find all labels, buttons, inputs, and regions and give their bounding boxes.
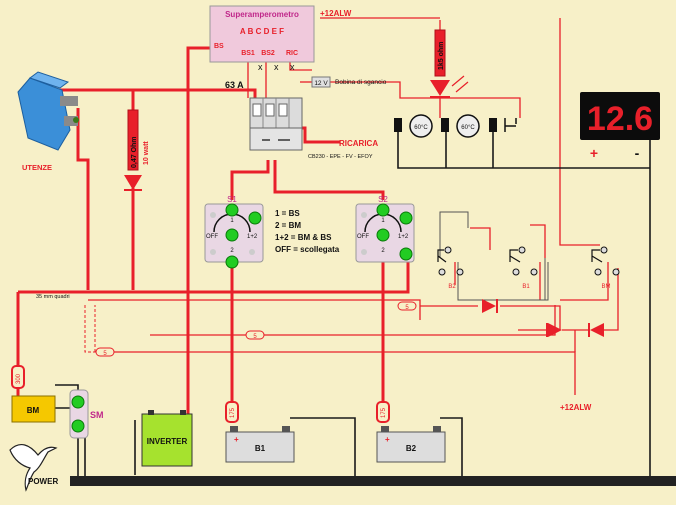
legend-1: 1 = BS	[275, 209, 300, 218]
battery-b2-label: B2	[406, 444, 417, 453]
alw-bottom-label: +12ALW	[560, 403, 592, 412]
breaker-x3: x	[290, 62, 295, 72]
led-circuit: 1k5 ohm	[430, 29, 469, 98]
fuse-a-label: 5	[405, 305, 409, 311]
meter-ric-label: RIC	[286, 50, 298, 57]
voltmeter-plus: +	[590, 145, 598, 161]
legend-4: OFF = scollegata	[275, 245, 340, 254]
s2-both: 1+2	[398, 234, 409, 240]
battery-bm: BM	[11, 395, 56, 423]
s1-pos1: 1	[230, 218, 234, 224]
switch-legend: 1 = BS 2 = BM 1+2 = BM & BS OFF = scolle…	[275, 209, 340, 254]
utenze-label: UTENZE	[22, 163, 52, 172]
breaker-x2: x	[274, 62, 279, 72]
meter-bs-label: BS	[214, 43, 224, 50]
voltmeter-minus: -	[635, 145, 640, 161]
led-resistor-value: 1k5 ohm	[438, 42, 445, 70]
battery-b1-label: B1	[255, 444, 266, 453]
svg-text:+: +	[234, 435, 239, 444]
switch-s1-label: S1	[227, 195, 237, 204]
svg-text:+: +	[385, 435, 390, 444]
inverter-label: INVERTER	[147, 437, 188, 446]
sm-switch: SM	[69, 389, 104, 439]
relay-b2-label: B2	[448, 284, 456, 290]
relays: B2 B1 BM	[437, 246, 620, 290]
inverter: INVERTER	[141, 410, 193, 467]
relay-b1-label: B1	[522, 284, 530, 290]
meter-title: Superamperometro	[225, 10, 299, 19]
breaker-x1: x	[258, 62, 263, 72]
breaker-63a: 63 A x x x 12 V Bobina di sgancio	[225, 62, 387, 151]
signal-wires	[88, 17, 619, 395]
legend-3: 1+2 = BM & BS	[275, 233, 332, 242]
s1-pos2: 2	[230, 248, 234, 254]
alw-top-label: +12ALW	[320, 9, 352, 18]
voltmeter: 12.6 + -	[580, 92, 660, 161]
shunt-resistor: 0,47 Ohm 10 watt	[124, 109, 150, 191]
s2-off: OFF	[357, 234, 369, 240]
fuse-bm-label: 300	[16, 373, 22, 384]
power-logo: POWER	[9, 443, 58, 492]
thermostat-2-label: 60°C	[461, 125, 475, 131]
ricarica-label: RICARICA	[339, 139, 378, 148]
meter-bs2-label: BS2	[261, 50, 275, 57]
dashed-harness	[84, 305, 100, 353]
s1-both: 1+2	[247, 234, 258, 240]
diodes	[482, 299, 604, 337]
relay-b2: B2	[437, 246, 464, 290]
relay-b1: B1	[509, 246, 538, 290]
fuse-c-label: 5	[103, 351, 107, 357]
s1-off: OFF	[206, 234, 218, 240]
switch-s2: S2 OFF 1+2 1 2	[355, 195, 415, 263]
fuse-b1-label: 175	[230, 407, 236, 418]
cable-section-label: 35 mm quadri	[36, 294, 70, 300]
power-logo-text: POWER	[28, 477, 58, 486]
s2-pos1: 1	[381, 218, 385, 224]
ground-bus	[70, 476, 676, 486]
inline-fuses: 5 5 5	[95, 301, 417, 357]
grey-wires	[439, 211, 549, 301]
switch-s2-label: S2	[378, 195, 388, 204]
thermostats: 60°C 60°C	[394, 114, 517, 138]
sm-label: SM	[90, 410, 104, 420]
utenze-device: UTENZE	[17, 71, 79, 172]
fuse-b2-label: 175	[381, 407, 387, 418]
switch-s1: S1 OFF 1+2 1 2	[204, 195, 264, 269]
breaker-rating: 63 A	[225, 80, 244, 90]
relay-bm: BM	[591, 246, 620, 290]
coil-voltage: 12 V	[314, 80, 328, 87]
battery-bm-label: BM	[27, 406, 40, 415]
battery-b2: + B2	[376, 426, 446, 463]
ricarica-sources: CB230 - EPE - FV - EFOY	[308, 154, 373, 160]
main-fuses: 300 175 175	[11, 365, 390, 423]
s2-pos2: 2	[381, 248, 385, 254]
superamperometro: Superamperometro A B C D E F BS BS1 BS2 …	[209, 5, 315, 63]
resistor-value: 0,47 Ohm	[131, 136, 138, 168]
relay-bm-label: BM	[602, 284, 611, 290]
meter-bs1-label: BS1	[241, 50, 255, 57]
coil-label: Bobina di sgancio	[335, 79, 387, 86]
resistor-power: 10 watt	[143, 141, 150, 165]
fuse-b-label: 5	[253, 334, 257, 340]
battery-b1: + B1	[225, 426, 295, 463]
meter-channels: A B C D E F	[240, 27, 284, 36]
main-wires	[16, 46, 410, 418]
voltmeter-reading: 12.6	[587, 100, 653, 138]
legend-2: 2 = BM	[275, 221, 301, 230]
thermostat-1-label: 60°C	[414, 125, 428, 131]
